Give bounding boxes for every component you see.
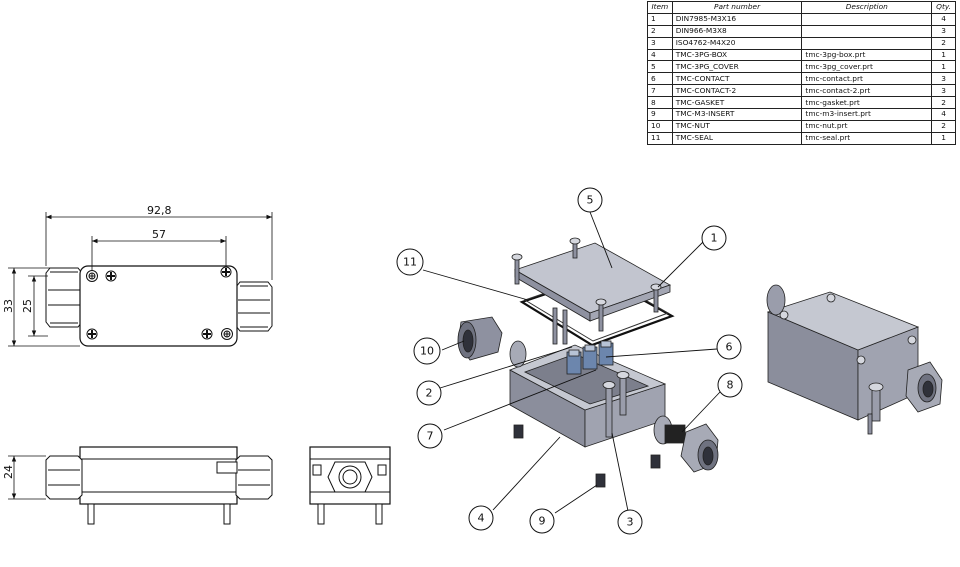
bom-cell-qty: 1: [931, 131, 956, 145]
balloon-9: 9: [529, 508, 555, 534]
svg-text:2: 2: [426, 387, 433, 400]
bom-cell-part-number: TMC-SEAL: [671, 131, 803, 145]
bom-cell-qty: 4: [931, 12, 956, 26]
svg-text:6: 6: [726, 341, 733, 354]
bom-header-row: Item Part number Description Qty.: [647, 1, 956, 14]
bom-cell-qty: 2: [931, 96, 956, 110]
bom-cell-description: [801, 12, 933, 26]
balloon-leaders: [422, 211, 721, 514]
bom-cell-qty: 1: [931, 60, 956, 74]
svg-text:4: 4: [478, 512, 485, 525]
bom-cell-part-number: TMC-GASKET: [671, 96, 803, 110]
assembled-iso-view: [766, 284, 943, 435]
bom-cell-part-number: TMC-CONTACT-2: [671, 84, 803, 98]
bom-cell-qty: 4: [931, 108, 956, 121]
front-view: [8, 446, 273, 525]
bom-cell-description: tmc-m3-insert.prt: [801, 108, 933, 121]
dimension-height: 24: [2, 465, 15, 479]
svg-text:11: 11: [403, 256, 417, 269]
bom-cell-description: tmc-seal.prt: [801, 131, 933, 145]
bom-cell-qty: 3: [931, 72, 956, 86]
screw-icon: [201, 328, 213, 340]
bom-cell-part-number: TMC-CONTACT: [671, 72, 803, 86]
balloon-5: 5: [577, 187, 603, 213]
cover-screw-icon: [511, 253, 523, 285]
svg-text:7: 7: [427, 430, 434, 443]
bom-cell-description: tmc-gasket.prt: [801, 96, 933, 110]
svg-text:10: 10: [420, 345, 434, 358]
cover-screw-icon: [595, 298, 607, 332]
bom-cell-part-number: TMC-M3-INSERT: [671, 108, 803, 121]
balloon-1: 1: [701, 225, 727, 251]
cover-screw-icon: [650, 283, 662, 313]
balloon-7: 7: [417, 423, 443, 449]
dimension-hole-spacing: 57: [152, 228, 166, 241]
balloon-6: 6: [716, 334, 742, 360]
exploded-assembly-view: [457, 237, 719, 488]
screw-icon: [86, 270, 98, 282]
top-view: [8, 212, 273, 347]
balloon-8: 8: [717, 372, 743, 398]
contact-block: [566, 340, 614, 375]
bom-cell-description: tmc-contact-2.prt: [801, 84, 933, 98]
dimension-overall-width: 33: [2, 299, 15, 313]
svg-text:3: 3: [627, 516, 634, 529]
svg-text:9: 9: [539, 515, 546, 528]
svg-text:8: 8: [727, 379, 734, 392]
balloon-2: 2: [416, 380, 442, 406]
screw-icon: [86, 328, 98, 340]
screw-icon: [221, 328, 233, 340]
balloon-4: 4: [468, 505, 494, 531]
bill-of-materials-table: Item Part number Description Qty. 1 DIN79…: [647, 1, 956, 145]
svg-text:5: 5: [587, 194, 594, 207]
cover-screw-icon: [569, 237, 581, 259]
balloon-11: 11: [396, 248, 424, 276]
svg-text:1: 1: [711, 232, 718, 245]
bom-cell-qty: 3: [931, 84, 956, 98]
dimension-inner-width: 25: [21, 299, 34, 313]
dimension-overall-length: 92,8: [147, 204, 172, 217]
side-view: [309, 446, 391, 525]
screw-icon: [220, 266, 232, 278]
bom-cell-description: tmc-3pg_cover.prt: [801, 60, 933, 74]
bom-cell-description: tmc-contact.prt: [801, 72, 933, 86]
bom-cell-part-number: TMC-3PG_COVER: [671, 60, 803, 74]
balloon-3: 3: [617, 509, 643, 535]
bom-cell-part-number: DIN7985-M3X16: [671, 12, 803, 26]
screw-icon: [105, 270, 117, 282]
balloon-10: 10: [413, 337, 441, 365]
